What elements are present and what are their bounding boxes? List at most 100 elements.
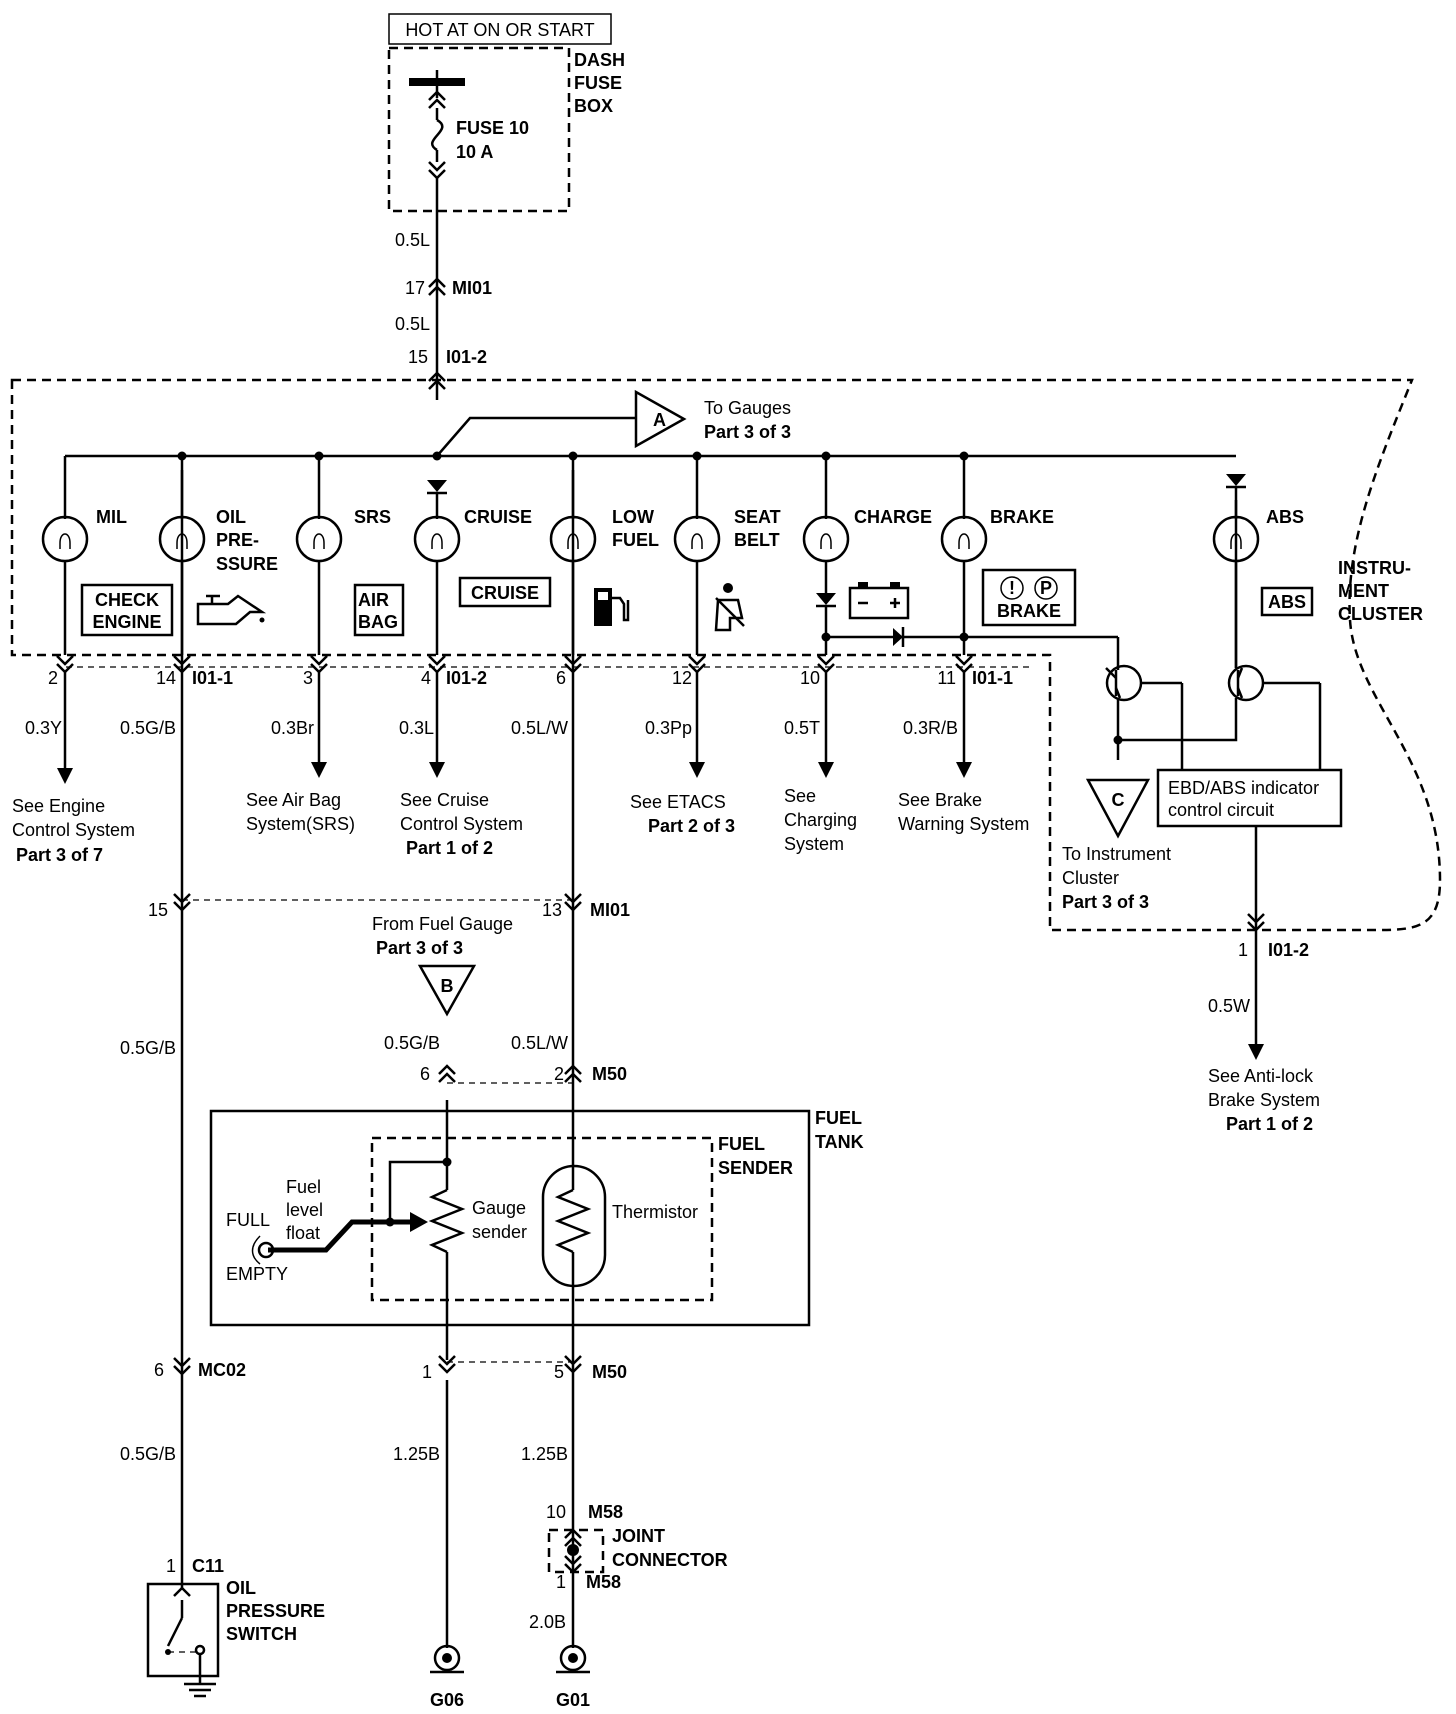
lamp-charge [802, 456, 850, 593]
fuel-sender-outline [370, 1136, 714, 1302]
output-wire-3 [310, 655, 328, 778]
lamp-brake [940, 456, 988, 655]
indicator-label-seat-belt-1: SEAT [734, 507, 781, 527]
pin-label: 15 [148, 900, 168, 920]
bulb-icon [295, 515, 343, 563]
connector-label: I01-2 [1268, 940, 1309, 960]
dest-label-airbag-1: See Air Bag [246, 790, 341, 810]
fuel-pump-icon [594, 588, 630, 626]
float-full-label: FULL [226, 1210, 270, 1230]
dest-part-etacs: Part 2 of 3 [648, 816, 735, 836]
connector-label: M50 [592, 1064, 627, 1084]
ground-g01-icon [556, 1644, 590, 1674]
oil-switch-label-2: PRESSURE [226, 1601, 325, 1621]
fuel-tank-label-1: FUEL [815, 1108, 862, 1128]
pin-label: 3 [303, 668, 313, 688]
ground-g06-icon [430, 1644, 464, 1674]
fuel-tank-label-2: TANK [815, 1132, 864, 1152]
pin-label: 14 [156, 668, 176, 688]
dash-fuse-box-outline [387, 46, 571, 213]
air-bag-text-2: BAG [358, 612, 398, 632]
diode-symbol [816, 593, 836, 605]
to-cluster-label-2: Cluster [1062, 868, 1119, 888]
fuse-name: FUSE 10 [456, 118, 529, 138]
pin-label: 10 [800, 668, 820, 688]
wire-label: 0.5G/B [384, 1033, 440, 1053]
pin-label: 11 [937, 668, 956, 688]
dest-label-airbag-2: System(SRS) [246, 814, 355, 834]
transistor-symbol [1227, 664, 1265, 702]
fuse-rating: 10 A [456, 142, 493, 162]
brake-badge [981, 568, 1077, 627]
dest-label-charging-1: See [784, 786, 816, 806]
output-wire-1 [56, 655, 74, 784]
joint-connector-outline [547, 1528, 605, 1574]
dest-part-antilock: Part 1 of 2 [1226, 1114, 1313, 1134]
brake-warning-symbol [1000, 576, 1024, 600]
ground-g06-label: G06 [430, 1690, 464, 1710]
air-bag-text-1: AIR [358, 590, 389, 610]
from-gauge-part: Part 3 of 3 [376, 938, 463, 958]
dest-part-cruise: Part 1 of 2 [406, 838, 493, 858]
gauge-sender-resistor [428, 1188, 466, 1254]
to-cluster-triangle [1085, 778, 1151, 839]
dest-label-antilock-2: Brake System [1208, 1090, 1320, 1110]
wire-label: 0.5T [784, 718, 820, 738]
from-gauge-triangle [417, 964, 477, 1017]
output-wire-6 [688, 655, 706, 778]
parking-symbol [1034, 576, 1058, 600]
wire-label: 1.25B [521, 1444, 568, 1464]
fuel-float-arm [268, 1219, 410, 1253]
fuse-box-label-2: FUSE [574, 73, 622, 93]
arrow-head [57, 768, 73, 784]
wire-label: 0.3Br [271, 718, 314, 738]
brake-symbol-exclaim: ! [1009, 578, 1015, 598]
diode-symbol [427, 480, 447, 492]
lamp-cruise [413, 494, 461, 655]
pin-label: 12 [672, 668, 692, 688]
to-gauges-part: Part 3 of 3 [704, 422, 791, 442]
connector-label: M58 [588, 1502, 623, 1522]
indicator-label-brake: BRAKE [990, 507, 1054, 527]
check-engine-badge [80, 583, 174, 637]
oil-switch-label-3: SWITCH [226, 1624, 297, 1644]
diode-symbol [1226, 474, 1246, 486]
gauge-sender-label-1: Gauge [472, 1198, 526, 1218]
pin-label: 4 [421, 668, 431, 688]
indicator-label-low-fuel-1: LOW [612, 507, 654, 527]
connector-label: I01-1 [972, 668, 1013, 688]
to-gauges-label: To Gauges [704, 398, 791, 418]
float-label-1: Fuel [286, 1177, 321, 1197]
abs-badge-text: ABS [1268, 592, 1306, 612]
pin-label: 13 [542, 900, 562, 920]
wire-label: 0.5L/W [511, 1033, 568, 1053]
bulb-icon [41, 515, 89, 563]
fuel-sender-label-1: FUEL [718, 1134, 765, 1154]
fuse-box-label-3: BOX [574, 96, 613, 116]
connector-label: I01-2 [446, 668, 487, 688]
wire-label: 0.5L/W [511, 718, 568, 738]
fuse-10-symbol [431, 118, 444, 152]
dest-label-charging-3: System [784, 834, 844, 854]
dest-label-brake-1: See Brake [898, 790, 982, 810]
bulb-icon [802, 515, 850, 563]
source-box [388, 13, 612, 45]
pin-label: 15 [408, 347, 428, 367]
brake-symbol-p: P [1040, 578, 1052, 598]
dest-label-cruise-2: Control System [400, 814, 523, 834]
wire-label: 0.3L [399, 718, 434, 738]
instrument-cluster-outline [10, 378, 1442, 932]
fuel-sender-label-2: SENDER [718, 1158, 793, 1178]
float-label-3: float [286, 1223, 320, 1243]
wire-label: 0.3Y [25, 718, 62, 738]
seat-belt-icon [714, 583, 745, 632]
pin-label: 1 [556, 1572, 566, 1592]
transistor-symbol [1105, 664, 1143, 702]
abs-badge [1260, 586, 1314, 617]
joint-label-2: CONNECTOR [612, 1550, 728, 1570]
cruise-badge [458, 576, 552, 608]
from-gauge-letter: B [441, 976, 454, 996]
connector-label: MI01 [590, 900, 630, 920]
dest-label-brake-2: Warning System [898, 814, 1029, 834]
indicator-label-low-fuel-2: FUEL [612, 530, 659, 550]
